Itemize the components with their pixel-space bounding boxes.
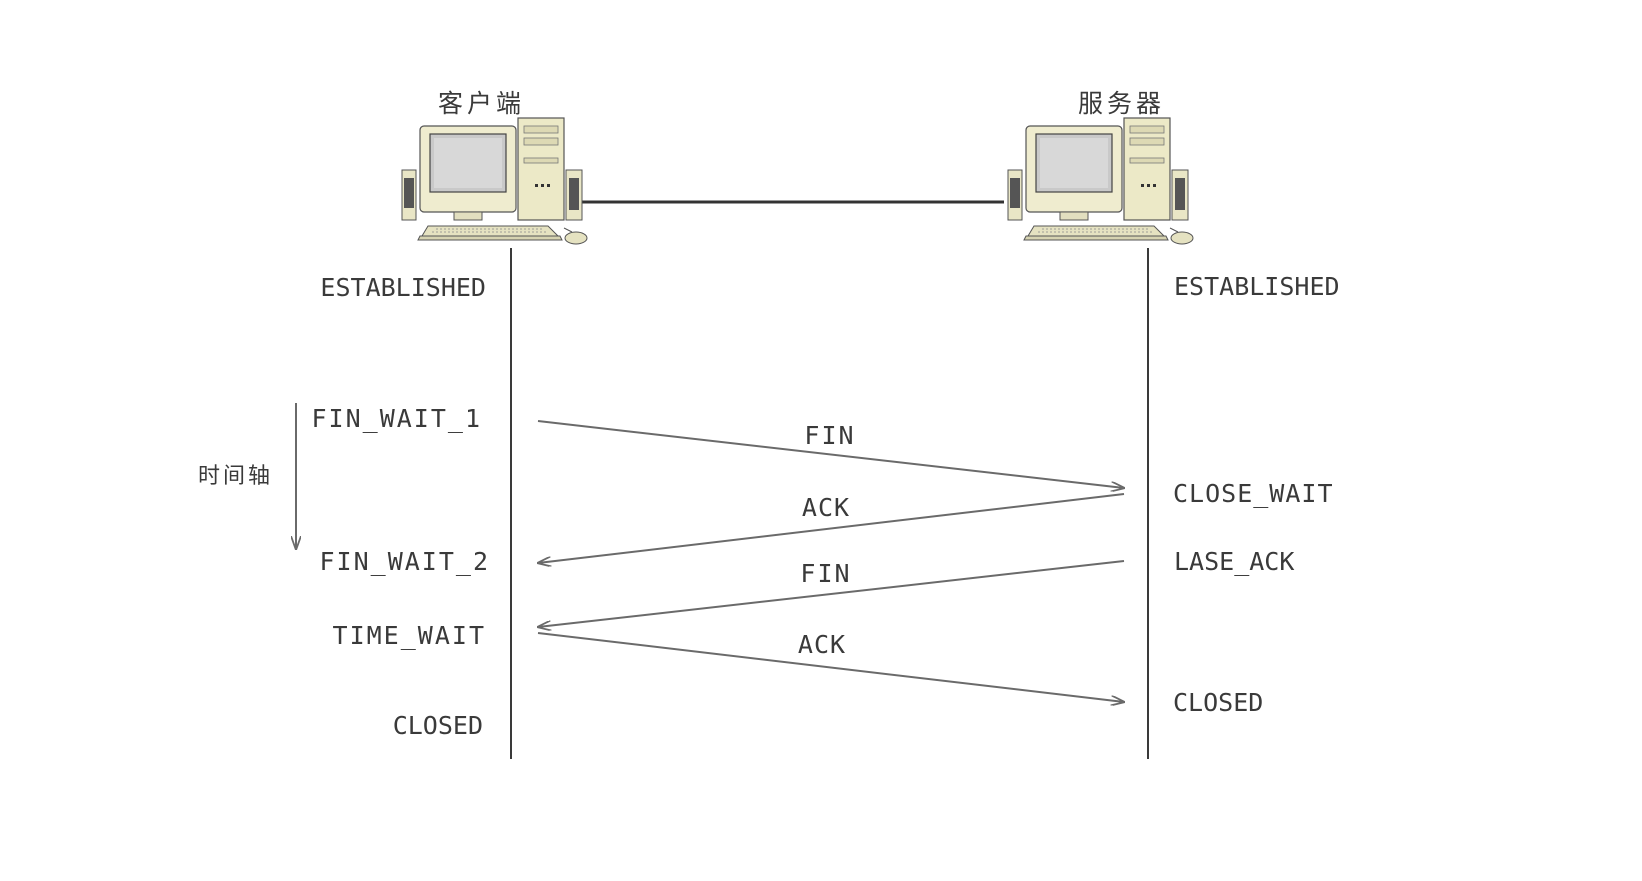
server-computer-icon [1007,117,1194,245]
server-title: 服务器 [1078,89,1165,118]
message-label-fin-2: FIN [800,559,851,588]
server-state-established: ESTABLISHED [1174,272,1340,301]
message-label-ack-2: ACK [798,630,846,659]
client-state-fin-wait-2: FIN_WAIT_2 [319,547,490,576]
client-state-time-wait: TIME_WAIT [333,621,486,650]
ack-arrow-server-to-client [538,493,1125,563]
client-title: 客户端 [438,89,525,118]
time-axis-label: 时间轴 [198,464,273,489]
message-label-fin-1: FIN [804,421,855,450]
client-state-established: ESTABLISHED [320,273,486,302]
message-label-ack-1: ACK [802,493,850,522]
server-state-closed: CLOSED [1173,688,1263,717]
fin-arrow-client-to-server [537,420,1124,488]
client-state-closed: CLOSED [393,711,483,740]
server-state-close-wait: CLOSE_WAIT [1173,479,1334,508]
fin-arrow-server-to-client [538,560,1125,627]
ack-arrow-client-to-server [537,632,1124,702]
client-computer-icon [401,117,588,245]
server-state-last-ack: LASE_ACK [1174,547,1294,576]
client-state-fin-wait-1: FIN_WAIT_1 [311,404,482,433]
